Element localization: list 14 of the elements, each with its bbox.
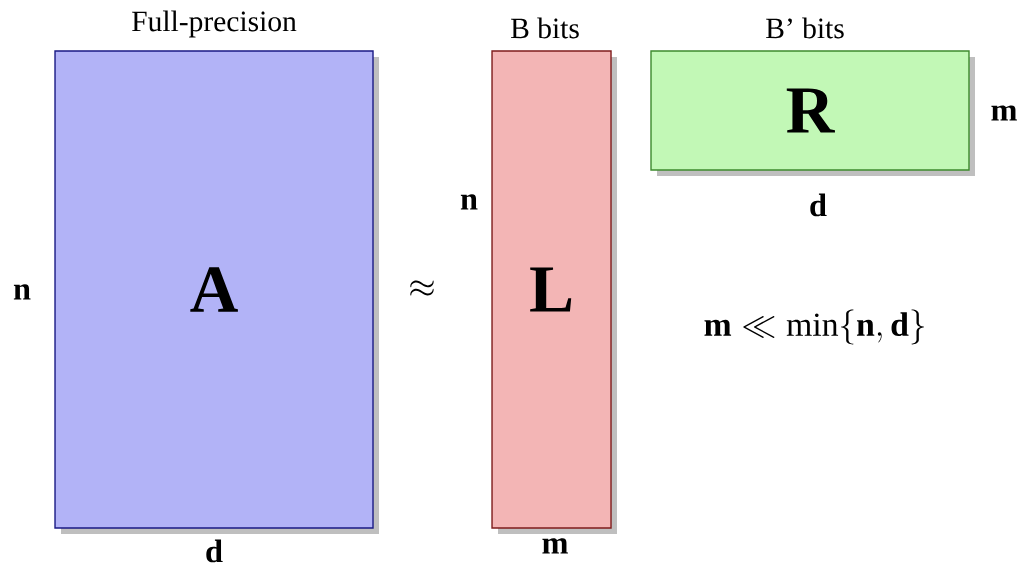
node-label: B’ bits <box>766 17 844 39</box>
dimension-label: d <box>206 539 223 563</box>
matrix-box: Full-precision A <box>54 10 379 534</box>
dimension-label: n <box>13 284 31 300</box>
node-label: B bits <box>511 17 579 39</box>
matrix-box: B bits L <box>491 17 617 534</box>
dimension-label: m <box>542 538 568 554</box>
node-label: Full-precision <box>132 10 297 38</box>
dimension-label: m <box>991 105 1017 121</box>
approx-sign: $\approx$ <box>410 280 434 296</box>
dimension-label: d <box>810 193 827 217</box>
dimension-label: n <box>460 194 478 210</box>
matrix-box: B’ bits R <box>650 17 975 176</box>
condition-formula: $\mathbf{m} \ll \min\{\mathbf{n}, \mathbf{d}\}$ <box>704 309 924 345</box>
